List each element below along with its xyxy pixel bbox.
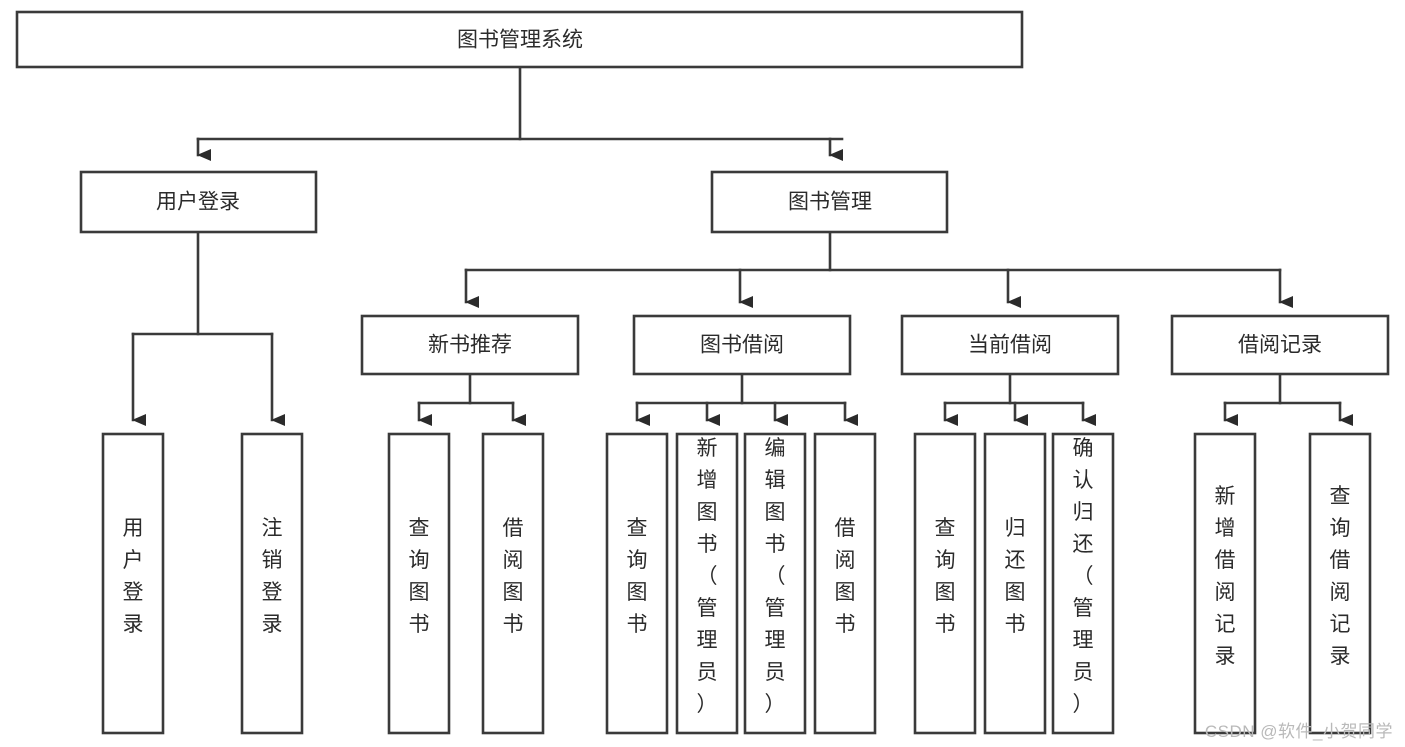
node-root-label: 图书管理系统 xyxy=(457,29,583,52)
leaf-add-record-label: 新增借阅记录 xyxy=(1215,485,1236,668)
node-user-login-label: 用户登录 xyxy=(156,191,240,214)
node-current-borrow[interactable]: 当前借阅 xyxy=(900,314,1120,376)
leaf-add-book-box xyxy=(675,432,739,735)
leaf-query-record[interactable]: 查询借阅记录 xyxy=(1308,432,1372,735)
leaf-add-record-box xyxy=(1193,432,1257,735)
leaf-logout-login-box xyxy=(240,432,304,735)
leaf-query-book-1[interactable]: 查询图书 xyxy=(387,432,451,735)
node-borrow-record[interactable]: 借阅记录 xyxy=(1170,314,1390,376)
node-new-book-rec-label: 新书推荐 xyxy=(428,334,512,357)
watermark: CSDN @软件_小贺同学 xyxy=(1204,722,1393,741)
leaf-query-book-3[interactable]: 查询图书 xyxy=(913,432,977,735)
node-current-borrow-label: 当前借阅 xyxy=(968,334,1052,357)
node-book-manage-box xyxy=(710,170,949,234)
node-new-book-rec[interactable]: 新书推荐 xyxy=(360,314,580,376)
leaf-confirm-return-label: 确认归还（管理员） xyxy=(1073,437,1094,716)
leaf-edit-book[interactable]: 编辑图书（管理员） xyxy=(743,432,807,735)
leaf-borrow-book-1-box xyxy=(481,432,545,735)
node-book-borrow[interactable]: 图书借阅 xyxy=(632,314,852,376)
connector-group-book-borrow xyxy=(635,372,858,426)
leaf-query-record-label: 查询借阅记录 xyxy=(1330,485,1351,668)
leaf-borrow-book-2-label: 借阅图书 xyxy=(835,517,856,636)
leaf-confirm-return-box xyxy=(1051,432,1115,735)
connector-group-borrow-record xyxy=(1223,372,1353,426)
connector-group-current-borrow xyxy=(943,372,1096,426)
leaf-confirm-return[interactable]: 确认归还（管理员） xyxy=(1051,432,1115,735)
node-book-borrow-box xyxy=(632,314,852,376)
leaf-edit-book-label: 编辑图书（管理员） xyxy=(765,437,786,716)
leaf-add-book-label: 新增图书（管理员） xyxy=(697,437,718,716)
leaf-borrow-book-1-label: 借阅图书 xyxy=(503,517,524,636)
leaf-logout-login[interactable]: 注销登录 xyxy=(240,432,304,735)
node-book-manage[interactable]: 图书管理 xyxy=(710,170,949,234)
node-borrow-record-box xyxy=(1170,314,1390,376)
node-root-box xyxy=(15,10,1024,69)
leaf-query-book-2[interactable]: 查询图书 xyxy=(605,432,669,735)
leaf-query-record-box xyxy=(1308,432,1372,735)
leaf-query-book-3-box xyxy=(913,432,977,735)
connector-group-book-manage xyxy=(464,230,1293,308)
node-book-borrow-label: 图书借阅 xyxy=(700,334,784,357)
leaf-user-login-label: 用户登录 xyxy=(123,517,144,636)
node-current-borrow-box xyxy=(900,314,1120,376)
leaf-add-record[interactable]: 新增借阅记录 xyxy=(1193,432,1257,735)
leaf-query-book-3-label: 查询图书 xyxy=(935,517,956,636)
node-new-book-rec-box xyxy=(360,314,580,376)
connector-group-root xyxy=(196,65,844,161)
leaf-query-book-1-box xyxy=(387,432,451,735)
leaf-return-book[interactable]: 归还图书 xyxy=(983,432,1047,735)
leaf-query-book-1-label: 查询图书 xyxy=(409,517,430,636)
leaf-add-book[interactable]: 新增图书（管理员） xyxy=(675,432,739,735)
leaf-return-book-label: 归还图书 xyxy=(1005,517,1026,636)
leaf-user-login-box xyxy=(101,432,165,735)
node-root[interactable]: 图书管理系统 xyxy=(15,10,1024,69)
leaf-borrow-book-1[interactable]: 借阅图书 xyxy=(481,432,545,735)
leaf-borrow-book-2-box xyxy=(813,432,877,735)
connector-group-user-login xyxy=(131,230,285,426)
leaf-logout-login-label: 注销登录 xyxy=(262,517,283,636)
node-user-login-box xyxy=(79,170,318,234)
node-book-manage-label: 图书管理 xyxy=(788,191,872,214)
leaf-user-login[interactable]: 用户登录 xyxy=(101,432,165,735)
leaf-borrow-book-2[interactable]: 借阅图书 xyxy=(813,432,877,735)
leaf-query-book-2-box xyxy=(605,432,669,735)
leaf-return-book-box xyxy=(983,432,1047,735)
connector-group-new-book-rec xyxy=(417,372,526,426)
leaf-edit-book-box xyxy=(743,432,807,735)
node-borrow-record-label: 借阅记录 xyxy=(1238,334,1322,357)
leaf-query-book-2-label: 查询图书 xyxy=(627,517,648,636)
node-user-login[interactable]: 用户登录 xyxy=(79,170,318,234)
